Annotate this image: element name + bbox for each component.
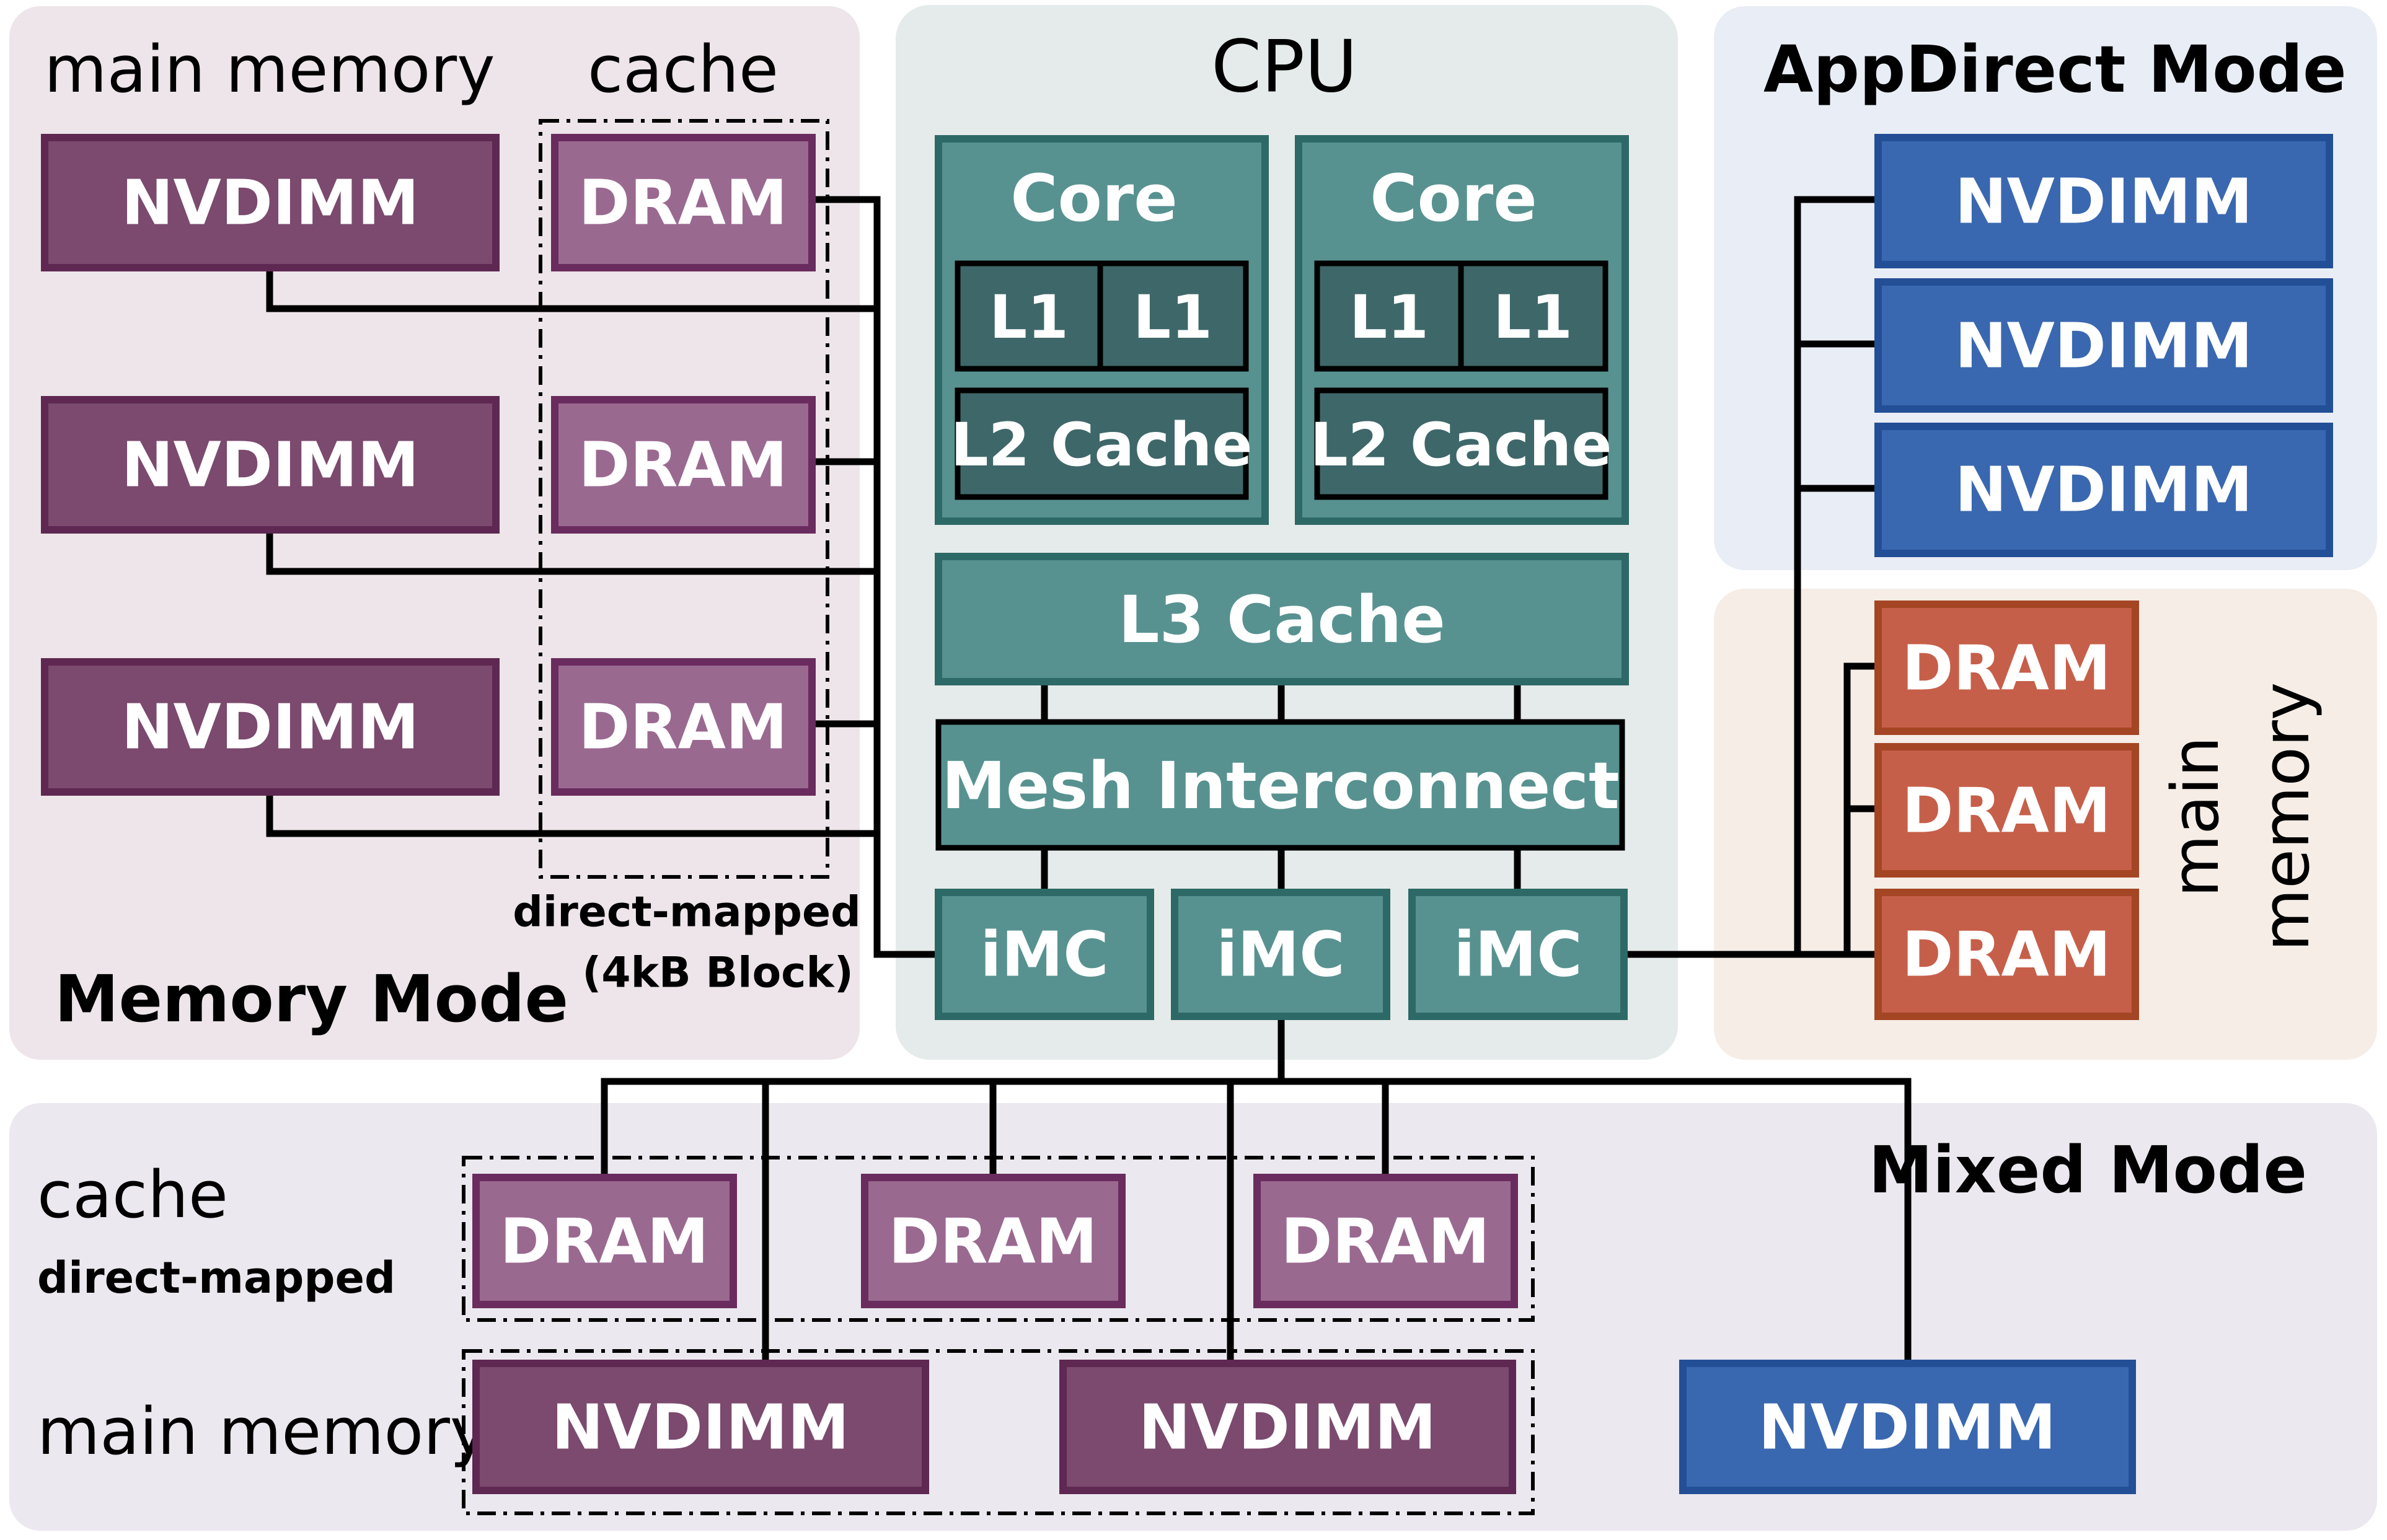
dram-label: DRAM [579, 429, 788, 501]
nvdimm-label: NVDIMM [121, 691, 419, 763]
nvdimm-label: NVDIMM [1955, 454, 2252, 526]
mesh-interconnect: Mesh Interconnect [935, 719, 1625, 851]
l1-cache [1314, 260, 1464, 372]
l2-label: L2 Cache [1310, 410, 1612, 480]
core-label: Core [1010, 161, 1178, 236]
dram-label: DRAM [579, 167, 788, 239]
l2-label: L2 Cache [951, 410, 1253, 480]
dram-label: DRAM [500, 1205, 709, 1278]
nvdimm-label: NVDIMM [121, 167, 419, 239]
l1-label: L1 [1133, 283, 1212, 352]
mixed-mode-main-memory-heading: main memory [37, 1394, 488, 1469]
memory-mode-dram-1: DRAM [551, 134, 816, 271]
mixed-mode-nvdimm-appdirect: NVDIMM [1679, 1360, 2136, 1494]
mixed-mode-cache-outline [462, 1156, 1535, 1322]
memory-mode-nvdimm-1: NVDIMM [41, 134, 500, 271]
l1-label: L1 [1349, 283, 1429, 352]
nvdimm-label: NVDIMM [121, 429, 419, 501]
memory-mode-nvdimm-2: NVDIMM [41, 396, 500, 534]
dram-label: DRAM [1281, 1205, 1490, 1278]
dram-main-label-line2: memory [2248, 682, 2324, 952]
mixed-mode-dram-2: DRAM [861, 1174, 1126, 1308]
memory-mode-nvdimm-3: NVDIMM [41, 658, 500, 796]
l1-cache [1458, 260, 1608, 372]
appdirect-nvdimm-1: NVDIMM [1874, 134, 2333, 268]
dram-label: DRAM [889, 1205, 1098, 1278]
core-label: Core [1370, 161, 1537, 236]
memory-mode-dram-2: DRAM [551, 396, 816, 534]
imc-1: iMC [935, 889, 1154, 1020]
mixed-mode-title: Mixed Mode [1869, 1132, 2307, 1208]
memory-mode-note-line2: (4kB Block) [582, 949, 854, 998]
memory-mode-title: Memory Mode [55, 961, 568, 1037]
cpu-title: CPU [1211, 25, 1357, 109]
mesh-label: Mesh Interconnect [942, 748, 1620, 824]
appdirect-nvdimm-2: NVDIMM [1874, 278, 2333, 413]
dram-label: DRAM [579, 691, 788, 763]
l2-cache [1314, 387, 1608, 500]
dashed-outlines [462, 119, 1535, 1515]
mixed-mode-nvdimm-2: NVDIMM [1059, 1360, 1516, 1494]
dram-label: DRAM [1902, 632, 2111, 705]
l1-label: L1 [1493, 283, 1573, 352]
nvdimm-label: NVDIMM [1139, 1391, 1436, 1464]
nvdimm-label: NVDIMM [1955, 165, 2252, 238]
nvdimm-label: NVDIMM [552, 1391, 849, 1464]
mixed-mode-cache-note: direct-mapped [37, 1252, 395, 1303]
nvdimm-label: NVDIMM [1955, 310, 2252, 382]
l1-cache [955, 260, 1103, 372]
imc-label: iMC [1216, 918, 1344, 991]
imc-3: iMC [1408, 889, 1628, 1020]
l3-cache: L3 Cache [935, 553, 1629, 685]
core-2: Core L1 L1 L2 Cache [1295, 135, 1629, 525]
connection-lines [266, 196, 1912, 1367]
dram-main-label-line1: main [2158, 736, 2233, 897]
memory-mode-note-line1: direct-mapped [513, 888, 861, 937]
mixed-mode-cache-heading: cache [37, 1157, 228, 1233]
l1-label: L1 [989, 283, 1069, 352]
mixed-mode-main-memory-outline [462, 1349, 1535, 1515]
memory-mode-dram-3: DRAM [551, 658, 816, 796]
main-memory-dram-3: DRAM [1874, 889, 2139, 1020]
l3-label: L3 Cache [1118, 582, 1445, 658]
mixed-mode-dram-3: DRAM [1253, 1174, 1518, 1308]
main-memory-dram-1: DRAM [1874, 601, 2139, 735]
imc-label: iMC [1454, 918, 1582, 991]
memory-mode-main-memory-heading: main memory [44, 32, 495, 107]
l2-cache [955, 387, 1249, 500]
appdirect-nvdimm-3: NVDIMM [1874, 423, 2333, 557]
dram-label: DRAM [1902, 918, 2111, 991]
imc-2: iMC [1171, 889, 1390, 1020]
core-1: Core L1 L1 L2 Cache [935, 135, 1269, 525]
appdirect-mode-title: AppDirect Mode [1763, 32, 2347, 107]
l1-cache [1097, 260, 1249, 372]
main-memory-dram-2: DRAM [1874, 743, 2139, 878]
mixed-mode-dram-1: DRAM [472, 1174, 737, 1308]
memory-mode-cache-heading: cache [588, 32, 779, 107]
dram-label: DRAM [1902, 775, 2111, 847]
imc-label: iMC [980, 918, 1108, 991]
nvdimm-label: NVDIMM [1758, 1391, 2056, 1464]
mixed-mode-nvdimm-1: NVDIMM [472, 1360, 929, 1494]
